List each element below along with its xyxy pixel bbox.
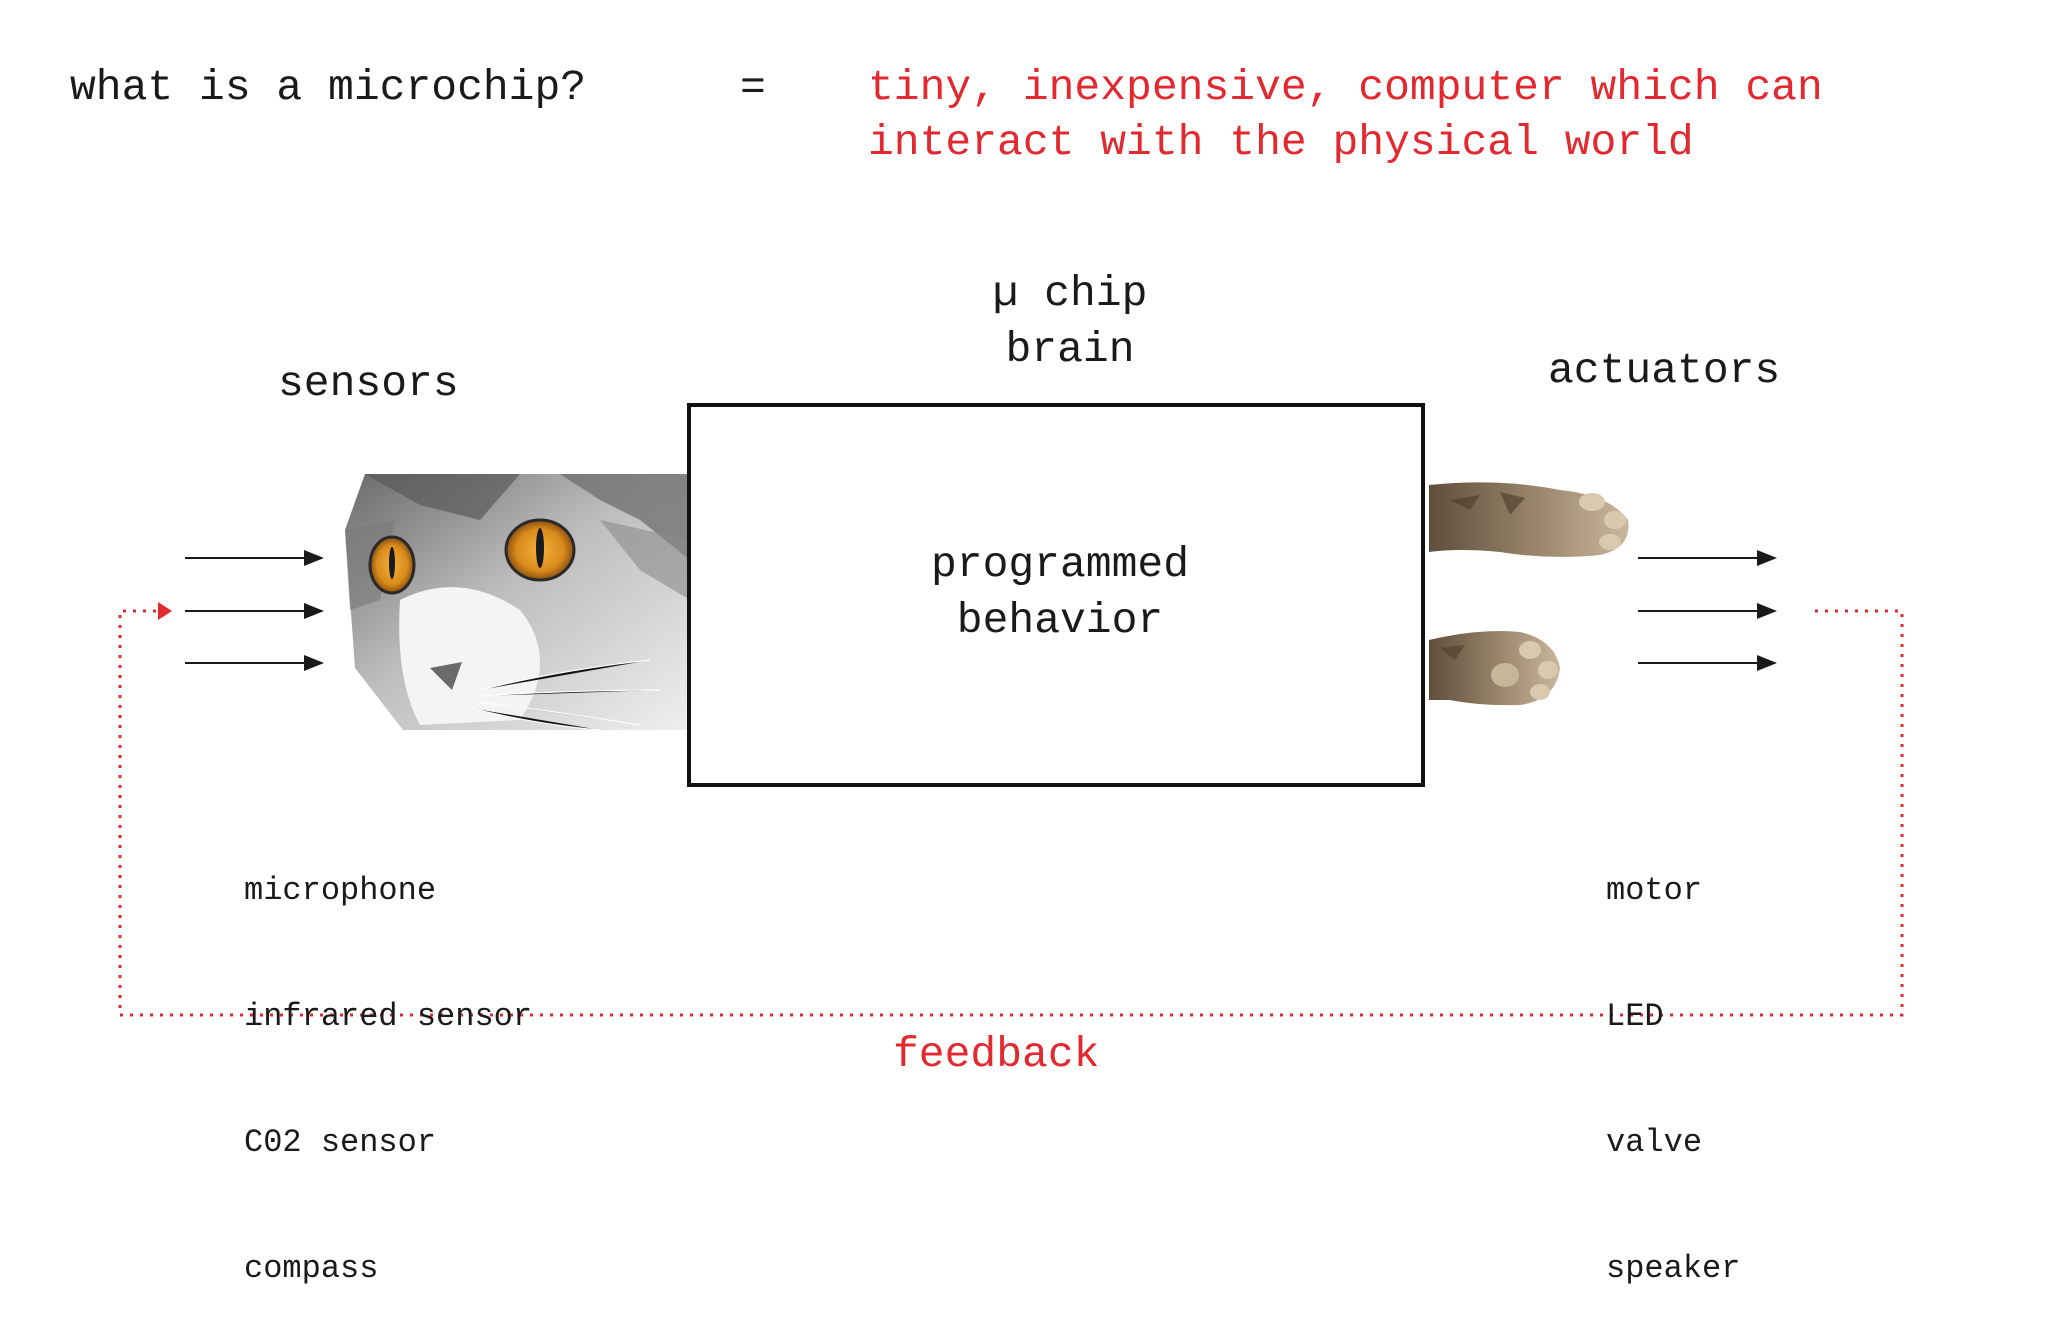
chip-box	[687, 403, 1425, 787]
question-text: what is a microchip?	[70, 63, 587, 112]
chip-title-line-2: brain	[1005, 324, 1135, 374]
output-arrows	[1638, 550, 1777, 671]
actuator-item: motor	[1606, 872, 1703, 909]
actuator-list: motor LED valve speaker	[1606, 786, 1740, 1332]
sensor-item: infrared sensor	[244, 998, 533, 1035]
cat-paws-image	[1429, 482, 1629, 706]
cat-face-image	[345, 474, 690, 731]
feedback-path	[118, 609, 1904, 1017]
definition-text: tiny, inexpensive, computer which can in…	[868, 60, 1823, 170]
programmed-behavior-label: programmed behavior	[900, 537, 1220, 649]
feedback-arrowhead	[158, 602, 172, 620]
behavior-line-2: behavior	[956, 595, 1164, 645]
actuator-item: valve	[1606, 1124, 1703, 1161]
behavior-line-1: programmed	[930, 540, 1190, 589]
cat-nose	[430, 662, 462, 690]
sensor-item: microphone	[244, 872, 437, 909]
sensor-item: C02 sensor	[244, 1124, 437, 1161]
sensors-heading: sensors	[278, 359, 459, 408]
equals-sign: =	[740, 63, 766, 112]
definition-line-2: interact with the physical world	[868, 118, 1694, 168]
actuator-item: LED	[1606, 998, 1664, 1035]
sensor-item: compass	[244, 1250, 379, 1287]
actuators-heading: actuators	[1548, 346, 1781, 395]
definition-line-1: tiny, inexpensive, computer which can	[868, 63, 1823, 112]
chip-title-line-1: µ chip	[992, 269, 1148, 318]
sensor-list: microphone infrared sensor C02 sensor co…	[244, 786, 532, 1332]
feedback-loop	[118, 609, 1904, 1017]
chip-title: µ chip brain	[970, 266, 1170, 378]
diagram-graphics	[118, 474, 1904, 1017]
paw-upper	[1429, 482, 1629, 557]
actuator-item: speaker	[1606, 1250, 1741, 1287]
feedback-label: feedback	[893, 1030, 1100, 1079]
input-arrows	[185, 550, 324, 671]
